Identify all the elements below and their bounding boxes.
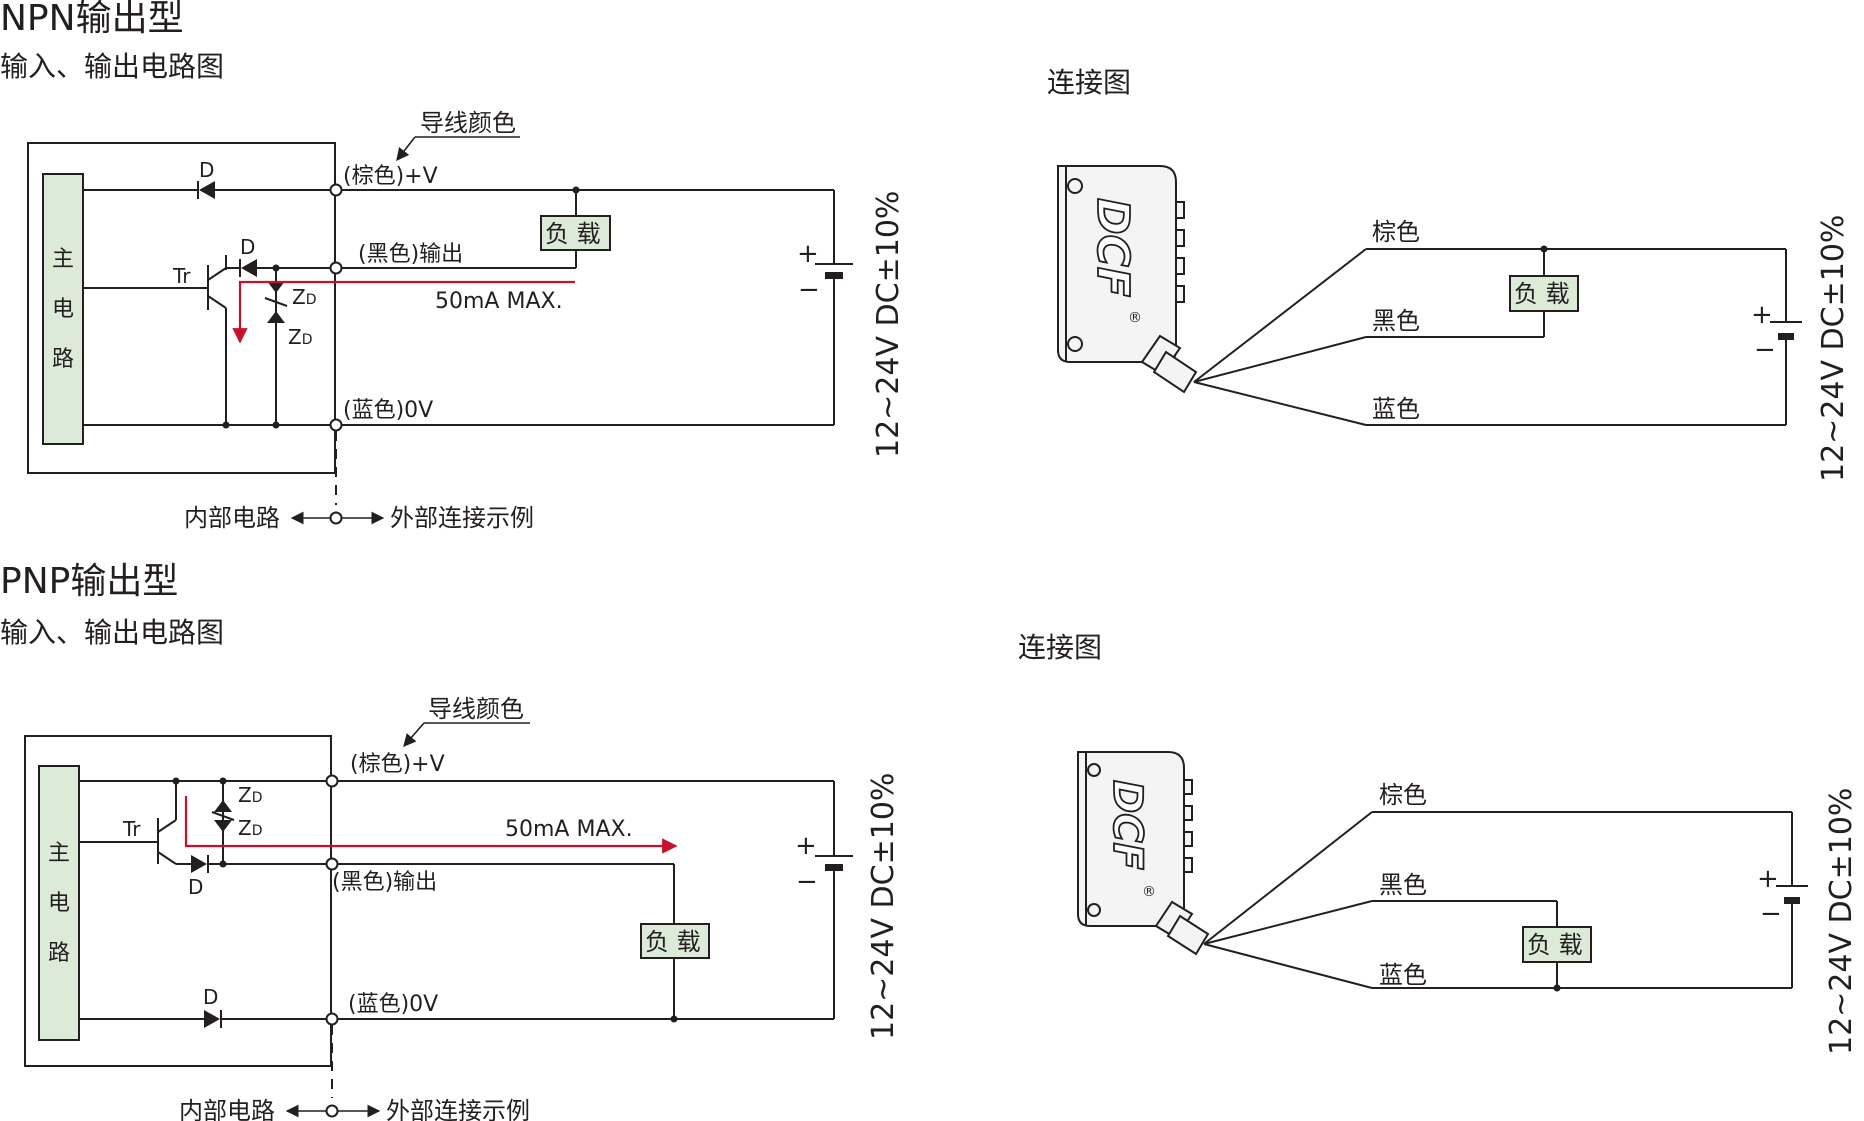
load-box	[1522, 926, 1592, 963]
load-box	[640, 923, 710, 959]
main-circuit-char: 路	[52, 347, 74, 372]
internal-circuit-frame	[24, 735, 332, 1067]
diode-label: D	[240, 235, 255, 259]
terminal-blue	[325, 1012, 339, 1026]
zener-diode	[267, 281, 285, 293]
current-arrow	[184, 796, 678, 854]
main-circuit-char: 主	[52, 247, 74, 272]
wire-color-label: 导线颜色	[420, 109, 516, 137]
pnp-circuit-diagram: 主 电 路 Tr D ZD	[24, 695, 901, 1121]
load-label: 负 载	[1514, 280, 1570, 308]
npn-title: NPN输出型	[0, 0, 184, 39]
black-wire-label: 黑色	[1372, 307, 1420, 335]
brown-wire-label: (棕色)+V	[350, 752, 445, 777]
zener-label: ZD	[238, 783, 262, 807]
zener-diode	[214, 800, 232, 812]
brown-wire-label: 棕色	[1372, 218, 1420, 246]
internal-circuit-label: 内部电路	[179, 1097, 275, 1121]
external-connection-label: 外部连接示例	[390, 504, 534, 532]
terminal-blue	[329, 418, 343, 432]
black-wire-label: (黑色)输出	[332, 870, 437, 895]
diode-symbol	[204, 1010, 220, 1028]
battery-short-plate	[825, 864, 843, 871]
diode-symbol	[199, 181, 215, 199]
battery-plus: +	[1751, 300, 1773, 330]
black-wire-label: (黑色)输出	[358, 242, 463, 267]
registered-mark: ®	[1142, 884, 1156, 900]
main-circuit-char: 路	[48, 941, 70, 966]
npn-connection-diagram: 连接图 DCF ® 棕色 黑色 蓝色 负 载	[1047, 66, 1851, 482]
pnp-title: PNP输出型	[0, 561, 178, 602]
blue-wire-label: 蓝色	[1372, 395, 1420, 423]
load-label: 负 载	[545, 220, 601, 248]
battery-plus: +	[797, 239, 819, 269]
pnp-connection-diagram: 连接图 DCF ® 棕色 黑色 蓝色 负 载	[1018, 631, 1859, 1055]
current-label: 50mA MAX.	[435, 289, 563, 314]
pnp-section: PNP输出型 输入、输出电路图 主 电 路 Tr D	[0, 561, 901, 1121]
terminal-black	[329, 261, 343, 275]
main-circuit-char: 电	[52, 297, 74, 322]
load-label: 负 载	[645, 928, 701, 956]
sensor-logo: DCF	[1087, 198, 1138, 297]
npn-section: NPN输出型 输入、输出电路图 主 电 路 D Tr	[0, 0, 906, 532]
current-label: 50mA MAX.	[505, 817, 633, 842]
battery-plus: +	[1757, 864, 1779, 894]
zener-diode	[214, 820, 232, 832]
battery-plus: +	[795, 831, 817, 861]
battery-short-plate	[1778, 333, 1794, 340]
terminal-brown	[325, 774, 339, 788]
diode-label: D	[203, 985, 218, 1009]
connection-title: 连接图	[1018, 631, 1102, 664]
current-arrow	[232, 280, 575, 344]
internal-circuit-label: 内部电路	[184, 504, 280, 532]
main-circuit-char: 主	[48, 841, 70, 866]
internal-circuit-frame	[27, 142, 336, 474]
pnp-subtitle: 输入、输出电路图	[0, 616, 224, 649]
diode-label: D	[188, 875, 203, 899]
brown-wire-label: (棕色)+V	[343, 164, 438, 189]
transistor-label: Tr	[122, 817, 141, 841]
load-box	[540, 215, 611, 251]
supply-voltage-label: 12~24V DC±10%	[1816, 215, 1851, 482]
main-circuit-char: 电	[48, 891, 70, 916]
battery-minus: −	[1754, 335, 1776, 365]
registered-mark: ®	[1128, 310, 1142, 326]
transistor-label: Tr	[172, 264, 191, 288]
blue-wire-label: (蓝色)0V	[343, 398, 433, 423]
wire-color-label: 导线颜色	[428, 695, 524, 723]
terminal-brown	[329, 183, 343, 197]
brown-wire-label: 棕色	[1379, 781, 1427, 809]
battery-minus: −	[798, 275, 820, 305]
connection-title: 连接图	[1047, 66, 1131, 99]
sensor-body: DCF ®	[1057, 165, 1198, 394]
supply-voltage-label: 12~24V DC±10%	[1824, 788, 1859, 1055]
battery-short-plate	[1784, 897, 1800, 904]
battery-minus: −	[1760, 899, 1782, 929]
npn-circuit-diagram: 主 电 路 D Tr D	[27, 109, 906, 532]
output-diode	[241, 259, 257, 277]
battery-short-plate	[825, 272, 843, 279]
zener-label: ZD	[288, 325, 312, 349]
diode-label: D	[199, 158, 214, 182]
main-circuit-block	[38, 765, 80, 1041]
zener-label: ZD	[292, 285, 316, 309]
npn-subtitle: 输入、输出电路图	[0, 50, 224, 83]
supply-voltage-label: 12~24V DC±10%	[866, 773, 901, 1040]
load-label: 负 载	[1527, 931, 1583, 959]
sensor-body: DCF ®	[1077, 751, 1210, 956]
zener-label: ZD	[238, 816, 262, 840]
terminal-black	[325, 857, 339, 871]
blue-wire-label: 蓝色	[1379, 961, 1427, 989]
zener-diode	[267, 311, 285, 323]
sensor-logo: DCF	[1104, 780, 1150, 870]
external-connection-label: 外部连接示例	[386, 1097, 530, 1121]
output-diode	[191, 855, 207, 873]
black-wire-label: 黑色	[1379, 871, 1427, 899]
main-circuit-block	[42, 173, 84, 445]
battery-minus: −	[796, 867, 818, 897]
supply-voltage-label: 12~24V DC±10%	[871, 191, 906, 458]
blue-wire-label: (蓝色)0V	[348, 992, 438, 1017]
